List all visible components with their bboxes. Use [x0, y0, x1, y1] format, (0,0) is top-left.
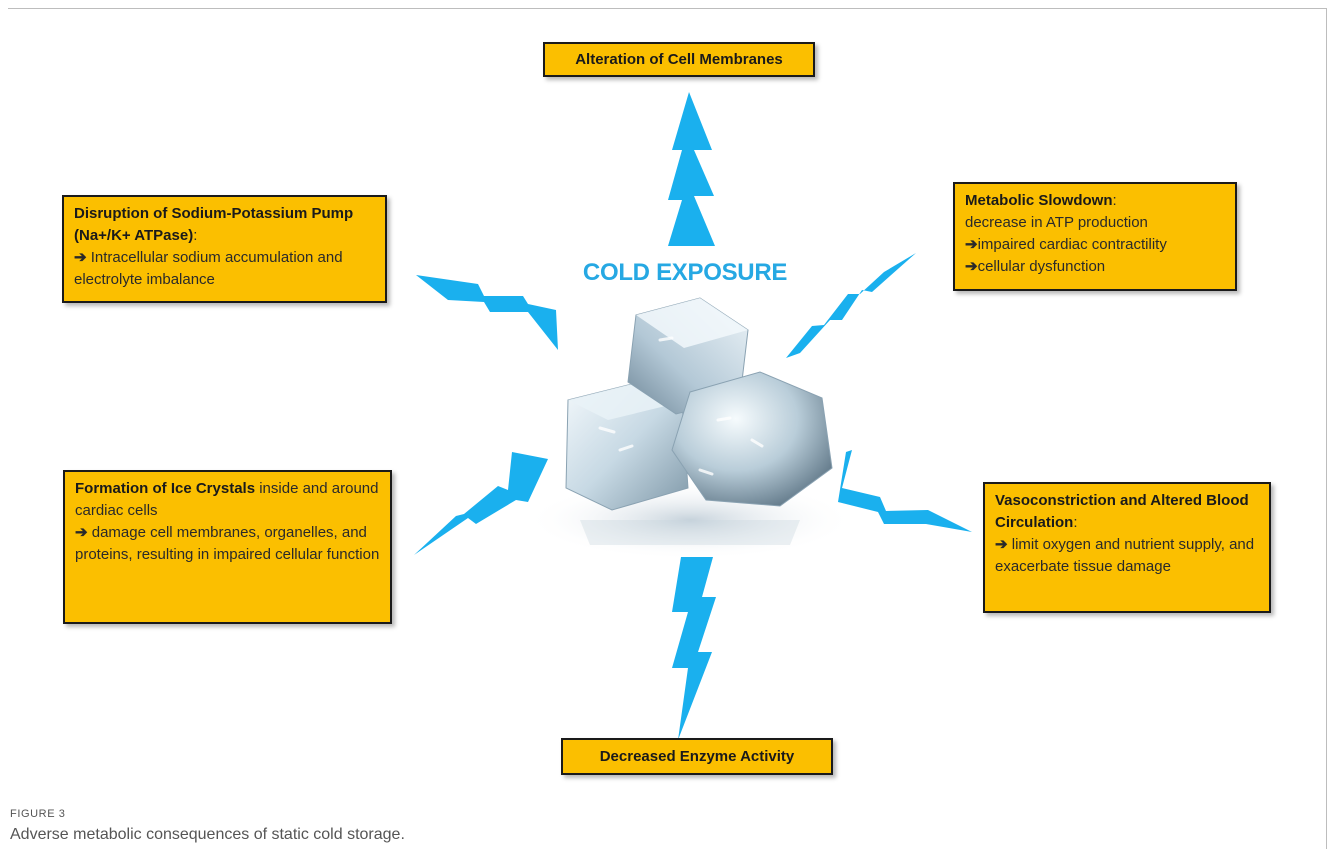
box-vasoconstriction: Vasoconstriction and Altered Blood Circu…	[983, 482, 1271, 613]
bolt-lower-right	[838, 450, 972, 532]
box-text: limit oxygen and nutrient supply, and ex…	[995, 536, 1255, 575]
box-title-suffix: :	[193, 227, 198, 244]
right-arrow-icon: ➔	[965, 236, 978, 253]
bolt-top	[668, 92, 715, 246]
box-text-line1: decrease in ATP production	[965, 214, 1148, 231]
box-ice-crystals: Formation of Ice Crystals inside and aro…	[63, 470, 392, 624]
figure-label: FIGURE 3	[10, 808, 66, 820]
box-title: Formation of Ice Crystals	[75, 480, 256, 497]
box-sodium-potassium-pump: Disruption of Sodium-Potassium Pump (Na+…	[62, 195, 387, 303]
box-text-line3: cellular dysfunction	[977, 258, 1106, 275]
ice-cubes-image	[525, 297, 855, 560]
box-title-suffix: :	[1112, 192, 1117, 209]
figure-caption: Adverse metabolic consequences of static…	[10, 826, 405, 843]
box-decreased-enzyme-activity: Decreased Enzyme Activity	[561, 738, 833, 775]
bolts	[414, 92, 972, 740]
right-arrow-icon: ➔	[995, 536, 1008, 553]
figure-frame	[8, 8, 1327, 849]
box-title: Metabolic Slowdown	[965, 192, 1113, 209]
box-title-suffix: :	[1073, 514, 1078, 531]
box-title-tail: inside and around cardiac cells	[75, 480, 379, 519]
box-text: damage cell membranes, organelles, and p…	[75, 524, 380, 563]
bolt-upper-left	[416, 275, 558, 350]
box-alteration-of-cell-membranes: Alteration of Cell Membranes	[543, 42, 815, 77]
box-metabolic-slowdown: Metabolic Slowdown: decrease in ATP prod…	[953, 182, 1237, 291]
center-title: COLD EXPOSURE	[582, 259, 788, 286]
right-arrow-icon: ➔	[965, 258, 978, 275]
box-title: Disruption of Sodium-Potassium Pump (Na+…	[74, 205, 354, 244]
box-text: Intracellular sodium accumulation and el…	[74, 249, 343, 288]
bolt-lower-left	[414, 452, 548, 555]
bolt-upper-right	[786, 253, 916, 358]
bolt-bottom	[672, 557, 716, 740]
right-arrow-icon: ➔	[74, 249, 87, 266]
box-title: Alteration of Cell Membranes	[575, 50, 783, 68]
box-text-line2: impaired cardiac contractility	[977, 236, 1167, 253]
box-title: Vasoconstriction and Altered Blood Circu…	[995, 492, 1249, 531]
right-arrow-icon: ➔	[75, 524, 88, 541]
box-title: Decreased Enzyme Activity	[599, 747, 795, 765]
